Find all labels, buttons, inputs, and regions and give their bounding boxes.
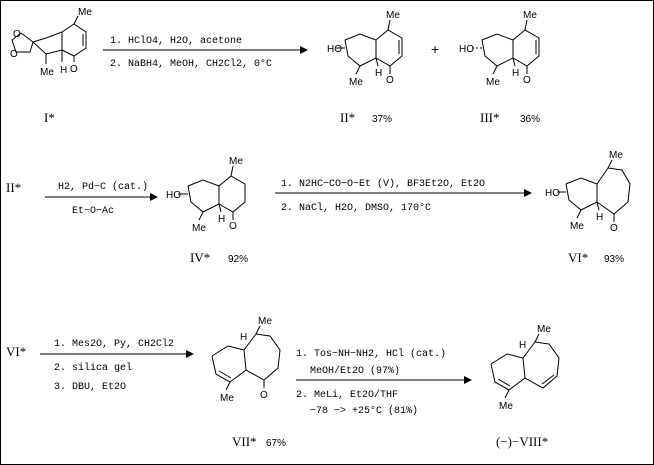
compound-VI-label: VI*	[568, 250, 588, 265]
r3-step1: 1. N2HC−CO−O−Et (V), BF3Et2O, Et2O	[281, 178, 485, 190]
row3-start-label: VI*	[6, 344, 26, 359]
r1-step2: 2. NaBH4, MeOH, CH2Cl2, 0°C	[110, 58, 272, 70]
compound-VIII-structure: Me H Me	[490, 324, 560, 412]
arrowhead-1	[300, 46, 308, 54]
row2-start-label: II*	[6, 180, 21, 195]
atom-me: Me	[40, 67, 54, 78]
atom-o: O	[70, 64, 78, 75]
compound-VIII-label: (−)−VIII*	[496, 434, 548, 449]
compound-II-label: II*	[340, 110, 355, 125]
r1-step1: 1. HClO4, H2O, acetone	[110, 35, 242, 47]
atom-me: Me	[229, 156, 243, 167]
atom-ho: HO	[327, 44, 342, 55]
compound-I-structure: O O Me Me H O	[10, 7, 92, 78]
r5-step2: 2. MeLi, Et2O/THF	[296, 389, 398, 401]
atom-h: H	[240, 332, 247, 343]
atom-o: O	[523, 75, 531, 86]
compound-III-yield: 36%	[520, 114, 540, 125]
arrowhead-4	[186, 350, 194, 358]
compound-III-label: III*	[480, 110, 500, 125]
compound-IV-yield: 92%	[228, 254, 248, 265]
atom-me: Me	[537, 324, 551, 335]
atom-h: H	[218, 214, 225, 225]
atom-ho: HO	[166, 190, 181, 201]
r3-step2: 2. NaCl, H2O, DMSO, 170°C	[281, 202, 431, 214]
compound-VII-label: VII*	[232, 434, 257, 449]
atom-me: Me	[78, 7, 92, 18]
r4-step3: 3. DBU, Et2O	[54, 382, 126, 393]
atom-h: H	[519, 340, 526, 351]
atom-me: Me	[258, 316, 272, 327]
atom-o: O	[610, 223, 618, 234]
atom-me: Me	[499, 401, 513, 412]
arrowhead-2	[150, 193, 158, 201]
atom-me: Me	[523, 10, 537, 21]
compound-IV-label: IV*	[190, 250, 210, 265]
atom-me: Me	[349, 77, 363, 88]
atom-h: H	[512, 68, 519, 79]
compound-III-structure: HO Me Me H O	[459, 10, 540, 88]
atom-o: O	[13, 29, 21, 40]
atom-h: H	[60, 65, 67, 76]
arrowhead-3	[524, 189, 532, 197]
arrowhead-5	[464, 376, 472, 384]
compound-VII-structure: Me H Me O	[211, 316, 281, 404]
r5-step1: 1. Tos−NH−NH2, HCl (cat.)	[296, 348, 446, 360]
atom-h: H	[596, 212, 603, 223]
compound-VI-yield: 93%	[604, 254, 624, 265]
atom-o: O	[386, 75, 394, 86]
atom-me: Me	[386, 10, 400, 21]
compound-IV-structure: HO Me Me H O	[166, 156, 246, 234]
r2-top: H2, Pd−C (cat.)	[58, 181, 148, 193]
atom-me: Me	[609, 150, 623, 161]
r5-step2b: −78 −> +25°C (81%)	[310, 405, 418, 417]
atom-me: Me	[220, 393, 234, 404]
atom-o: O	[260, 390, 268, 401]
atom-me: Me	[486, 77, 500, 88]
compound-II-structure: HO Me Me H O	[327, 10, 403, 88]
r4-step1: 1. Mes2O, Py, CH2Cl2	[54, 338, 174, 350]
r2-bottom: Et−O−Ac	[72, 206, 114, 217]
atom-me: Me	[570, 221, 584, 232]
compound-I-label: I*	[44, 110, 55, 125]
atom-o: O	[10, 49, 18, 60]
atom-me: Me	[192, 223, 206, 234]
compound-VI-structure: HO Me Me H O	[545, 150, 631, 234]
atom-o: O	[229, 221, 237, 232]
atom-h: H	[375, 68, 382, 79]
compound-II-yield: 37%	[372, 114, 392, 125]
atom-ho: HO	[545, 188, 560, 199]
r4-step2: 2. silica gel	[54, 362, 132, 374]
plus-sign: +	[431, 41, 439, 57]
compound-VII-yield: 67%	[266, 438, 286, 449]
r5-step1b: MeOH/Et2O (97%)	[310, 365, 400, 377]
atom-ho: HO	[459, 44, 474, 55]
